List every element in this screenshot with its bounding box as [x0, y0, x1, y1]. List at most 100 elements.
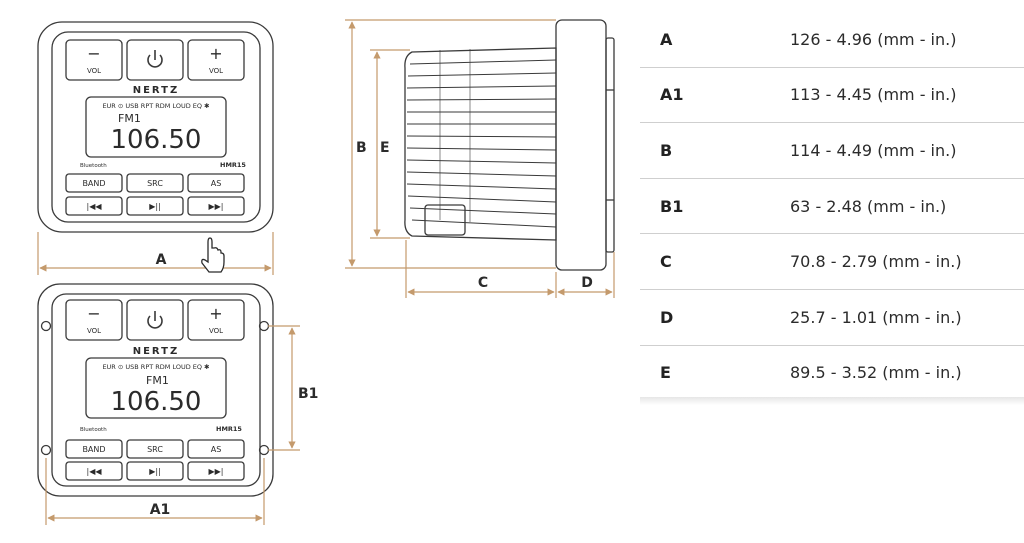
mount-hole-top-left: [40, 320, 52, 332]
play-pause-icon: ▶||: [149, 467, 161, 476]
dimension-a: [37, 232, 274, 275]
vol-minus-label: VOL: [87, 67, 101, 75]
vol-plus-symbol-2: +: [209, 304, 222, 323]
vol-plus-label-2: VOL: [209, 327, 223, 335]
vol-minus-symbol-2: −: [87, 304, 100, 323]
vol-plus-button-2[interactable]: [187, 299, 245, 341]
dimension-drawing: − VOL + VOL NERTZ EUR ⊙ USB RPT RDM LOUD…: [37, 19, 615, 525]
prev-icon: |◀◀: [87, 202, 103, 211]
spec-value: 113 - 4.45 (mm - in.): [790, 85, 957, 105]
dimensions-table: A 126 - 4.96 (mm - in.) A1 113 - 4.45 (m…: [640, 12, 1024, 402]
dimension-b1: [268, 325, 300, 451]
lcd-display: [85, 96, 227, 158]
front-view-bottom-text: − VOL + VOL NERTZ EUR ⊙ USB RPT RDM LOUD…: [80, 304, 242, 476]
bluetooth-label: Bluetooth: [80, 163, 107, 169]
as-button-label: AS: [211, 179, 222, 188]
power-icon: [147, 311, 163, 329]
next-button-2[interactable]: [187, 461, 245, 481]
table-row: C 70.8 - 2.79 (mm - in.): [640, 234, 1024, 290]
bluetooth-label-2: Bluetooth: [80, 427, 107, 433]
spec-key: B1: [660, 196, 684, 216]
band-name-2: FM1: [146, 374, 169, 387]
spec-key: E: [660, 363, 671, 383]
dimension-c-label: C: [478, 275, 488, 291]
spec-value: 70.8 - 2.79 (mm - in.): [790, 252, 962, 272]
power-icon: [147, 50, 163, 68]
src-button[interactable]: [126, 173, 184, 193]
prev-icon: |◀◀: [87, 467, 103, 476]
front-bezel-outer: [37, 21, 274, 233]
front-view-bottom: [37, 283, 274, 497]
play-pause-button[interactable]: [126, 196, 184, 216]
prev-button[interactable]: [65, 196, 123, 216]
spec-value: 25.7 - 1.01 (mm - in.): [790, 307, 962, 327]
frequency-readout: 106.50: [111, 125, 202, 155]
mount-hole-bottom-left: [40, 444, 52, 456]
dimension-b-label: B: [356, 140, 367, 156]
src-button-label-2: SRC: [147, 445, 163, 454]
dimension-a1-label: A1: [150, 502, 171, 518]
table-row: A1 113 - 4.45 (mm - in.): [640, 68, 1024, 124]
vol-plus-button[interactable]: [187, 39, 245, 81]
table-row: E 89.5 - 3.52 (mm - in.): [640, 346, 1024, 402]
hand-cursor-icon: [201, 237, 225, 273]
src-button-2[interactable]: [126, 439, 184, 459]
vol-plus-symbol: +: [209, 44, 222, 63]
vol-minus-symbol: −: [87, 44, 100, 63]
power-button[interactable]: [126, 39, 184, 81]
frequency-readout-2: 106.50: [111, 387, 202, 417]
table-row: A 126 - 4.96 (mm - in.): [640, 12, 1024, 68]
dimension-b: [345, 19, 556, 269]
spec-key: C: [660, 252, 672, 272]
mount-hole-bottom-right: [258, 444, 270, 456]
band-name: FM1: [118, 112, 141, 125]
table-bottom-shadow: [640, 397, 1024, 405]
dimension-e: [370, 49, 410, 239]
brand-logo-text-2: NERTZ: [133, 346, 180, 357]
spec-key: D: [660, 307, 674, 327]
dimension-d-label: D: [581, 275, 593, 291]
side-view: [404, 19, 615, 271]
dimension-d: [557, 252, 615, 298]
band-button-2[interactable]: [65, 439, 123, 459]
as-button-2[interactable]: [187, 439, 245, 459]
indicator-row: EUR ⊙ USB RPT RDM LOUD EQ ✱: [102, 102, 209, 110]
as-button[interactable]: [187, 173, 245, 193]
table-row: B 114 - 4.49 (mm - in.): [640, 123, 1024, 179]
power-button-2[interactable]: [126, 299, 184, 341]
front-view-top: [37, 21, 274, 233]
vol-minus-button[interactable]: [65, 39, 123, 81]
band-button-label-2: BAND: [82, 445, 105, 454]
next-icon: ▶▶|: [209, 467, 224, 476]
table-row: B1 63 - 2.48 (mm - in.): [640, 179, 1024, 235]
spec-key: B: [660, 140, 673, 160]
front-view-top-text: − VOL + VOL NERTZ EUR ⊙ USB RPT RDM LOUD…: [80, 44, 246, 211]
indicator-row-2: EUR ⊙ USB RPT RDM LOUD EQ ✱: [102, 363, 209, 371]
mounting-plate-outer: [37, 283, 274, 497]
spec-key: A1: [660, 85, 684, 105]
next-icon: ▶▶|: [209, 202, 224, 211]
mount-clamp: [424, 204, 466, 236]
next-button[interactable]: [187, 196, 245, 216]
vol-minus-button-2[interactable]: [65, 299, 123, 341]
spec-value: 114 - 4.49 (mm - in.): [790, 140, 957, 160]
play-pause-button-2[interactable]: [126, 461, 184, 481]
dimension-a1: [45, 458, 265, 525]
spec-value: 63 - 2.48 (mm - in.): [790, 196, 947, 216]
dimension-a-label: A: [156, 252, 167, 268]
table-row: D 25.7 - 1.01 (mm - in.): [640, 290, 1024, 346]
lcd-display-2: [85, 357, 227, 419]
band-button-label: BAND: [82, 179, 105, 188]
front-bezel-inner: [51, 31, 261, 223]
vol-plus-label: VOL: [209, 67, 223, 75]
dimension-b1-label: B1: [298, 386, 318, 402]
spec-value: 126 - 4.96 (mm - in.): [790, 29, 957, 49]
band-button[interactable]: [65, 173, 123, 193]
spec-value: 89.5 - 3.52 (mm - in.): [790, 363, 962, 383]
model-label-2: HMR15: [216, 425, 242, 433]
prev-button-2[interactable]: [65, 461, 123, 481]
as-button-label-2: AS: [211, 445, 222, 454]
dimension-e-label: E: [380, 140, 390, 156]
spec-key: A: [660, 29, 673, 49]
src-button-label: SRC: [147, 179, 163, 188]
